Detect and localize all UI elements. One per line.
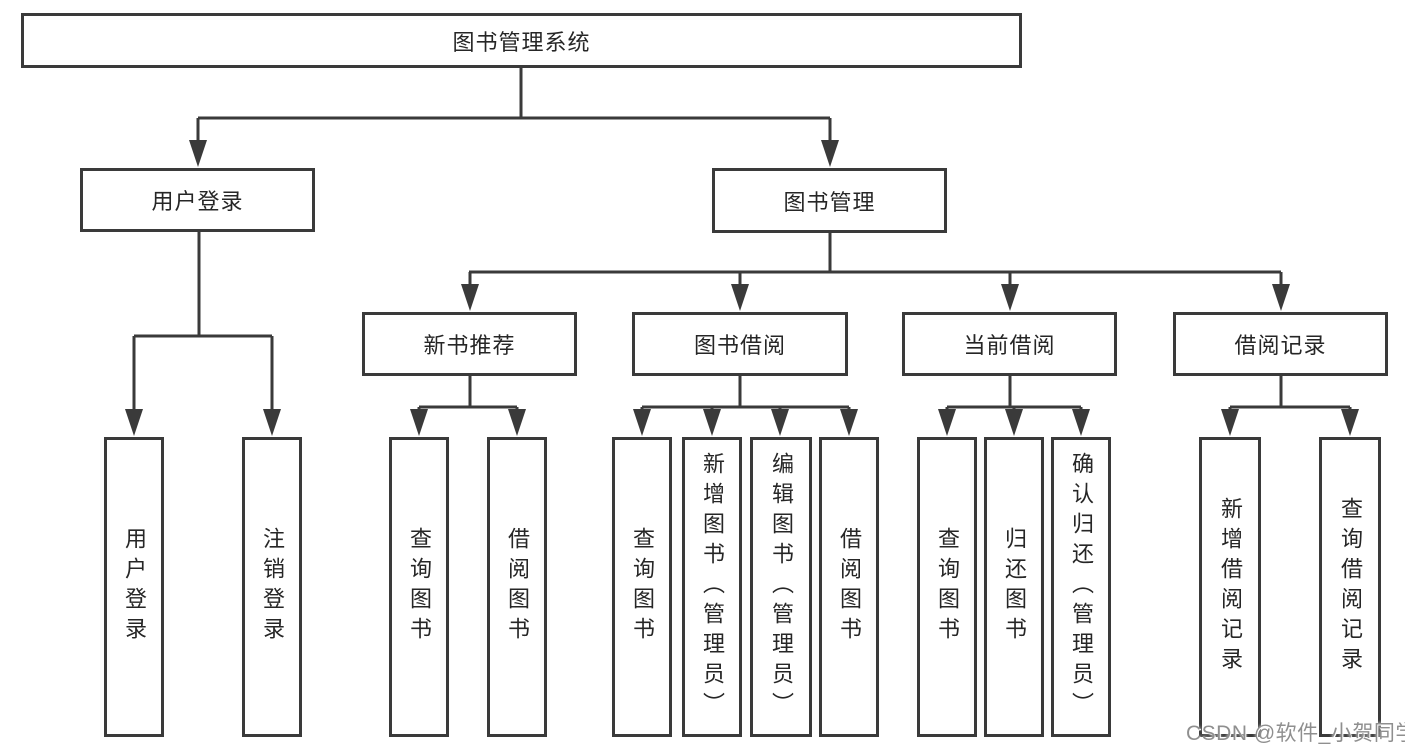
- arrowhead-icon: [1221, 409, 1239, 436]
- arrowhead-icon: [1272, 284, 1290, 311]
- leaf-add-book-admin-label: 新增图书（管理员）: [700, 452, 725, 722]
- arrowhead-icon: [263, 409, 281, 436]
- leaf-query-books-borrow: 查询图书: [612, 437, 672, 737]
- leaf-edit-book-admin-label: 编辑图书（管理员）: [769, 452, 794, 722]
- leaf-confirm-return-admin-label: 确认归还（管理员）: [1069, 452, 1094, 722]
- arrowhead-icon: [731, 284, 749, 311]
- leaf-edit-book-admin: 编辑图书（管理员）: [750, 437, 812, 737]
- node-borrow-records-label: 借阅记录: [1234, 333, 1327, 358]
- arrowhead-icon: [410, 409, 428, 436]
- leaf-return-book-label: 归还图书: [1002, 527, 1027, 647]
- arrowheads: [125, 140, 1359, 436]
- node-new-book-recommend: 新书推荐: [362, 312, 577, 376]
- node-current-borrow: 当前借阅: [902, 312, 1117, 376]
- arrowhead-icon: [633, 409, 651, 436]
- leaf-user-login: 用户登录: [104, 437, 164, 737]
- node-book-management: 图书管理: [712, 168, 947, 233]
- arrowhead-icon: [1341, 409, 1359, 436]
- node-current-borrow-label: 当前借阅: [963, 333, 1056, 358]
- node-new-book-recommend-label: 新书推荐: [423, 333, 516, 358]
- leaf-query-books-current-label: 查询图书: [935, 527, 960, 647]
- arrowhead-icon: [508, 409, 526, 436]
- arrowhead-icon: [1005, 409, 1023, 436]
- arrowhead-icon: [840, 409, 858, 436]
- leaf-add-book-admin: 新增图书（管理员）: [682, 437, 742, 737]
- leaf-borrow-books-recommend-label: 借阅图书: [505, 527, 530, 647]
- node-root: 图书管理系统: [21, 13, 1022, 68]
- leaf-query-borrow-record-label: 查询借阅记录: [1338, 497, 1363, 677]
- node-borrow-records: 借阅记录: [1173, 312, 1388, 376]
- leaf-query-books-current: 查询图书: [917, 437, 977, 737]
- arrowhead-icon: [821, 140, 839, 167]
- leaf-logout: 注销登录: [242, 437, 302, 737]
- arrowhead-icon: [703, 409, 721, 436]
- leaf-return-book: 归还图书: [984, 437, 1044, 737]
- arrowhead-icon: [125, 409, 143, 436]
- arrowhead-icon: [771, 409, 789, 436]
- arrowhead-icon: [938, 409, 956, 436]
- node-user-login-label: 用户登录: [151, 189, 244, 214]
- watermark-text: CSDN @软件_小贺同学: [1186, 722, 1405, 745]
- leaf-borrow-books: 借阅图书: [819, 437, 879, 737]
- node-book-management-label: 图书管理: [783, 189, 876, 215]
- arrowhead-icon: [1001, 284, 1019, 311]
- node-book-borrow-label: 图书借阅: [693, 333, 786, 358]
- leaf-query-books-borrow-label: 查询图书: [630, 527, 655, 647]
- leaf-borrow-books-recommend: 借阅图书: [487, 437, 547, 737]
- leaf-add-borrow-record-label: 新增借阅记录: [1218, 497, 1243, 677]
- leaf-confirm-return-admin: 确认归还（管理员）: [1051, 437, 1111, 737]
- leaf-logout-label: 注销登录: [260, 527, 285, 647]
- arrowhead-icon: [1072, 409, 1090, 436]
- leaf-user-login-label: 用户登录: [122, 527, 147, 647]
- leaf-query-books-recommend-label: 查询图书: [407, 527, 432, 647]
- arrowhead-icon: [189, 140, 207, 167]
- leaf-query-borrow-record: 查询借阅记录: [1319, 437, 1381, 737]
- node-book-borrow: 图书借阅: [632, 312, 848, 376]
- leaf-query-books-recommend: 查询图书: [389, 437, 449, 737]
- node-user-login: 用户登录: [80, 168, 315, 232]
- leaf-borrow-books-label: 借阅图书: [837, 527, 862, 647]
- node-root-label: 图书管理系统: [452, 29, 591, 55]
- arrowhead-icon: [461, 284, 479, 311]
- leaf-add-borrow-record: 新增借阅记录: [1199, 437, 1261, 737]
